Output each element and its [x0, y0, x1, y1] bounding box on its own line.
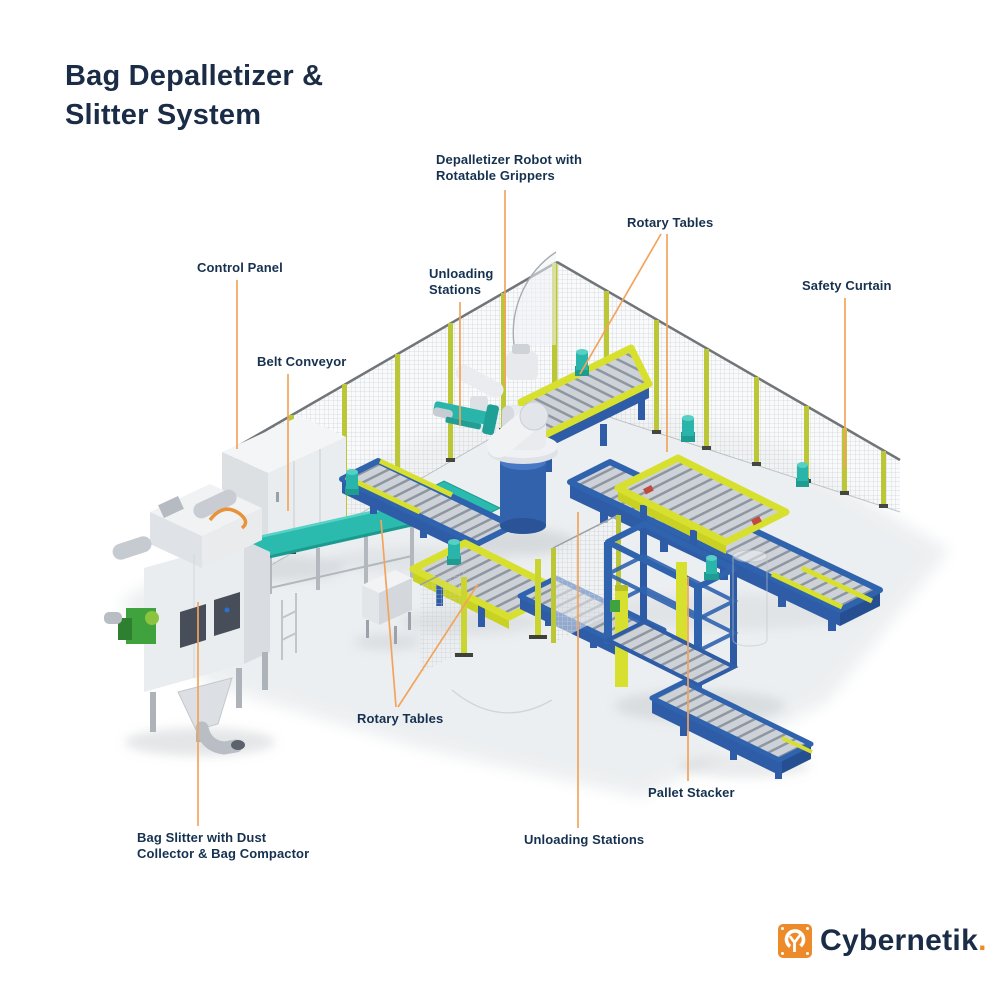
transparent-enclosure — [732, 549, 768, 647]
label-belt-conveyor: Belt Conveyor — [257, 354, 347, 369]
brand-suffix-dot: . — [978, 924, 987, 957]
light-curtain-posts — [419, 559, 553, 714]
label-depalletizer-robot: Depalletizer Robot with Rotatable Grippe… — [436, 152, 583, 183]
bag-slitter-machine — [104, 484, 297, 755]
leader-rotary-top-a — [579, 233, 662, 375]
rotatable-gripper — [432, 401, 499, 436]
label-control-panel: Control Panel — [197, 260, 283, 275]
brand-logo: Cybernetik. — [778, 924, 987, 958]
label-unloading-stations-bottom: Unloading Stations — [524, 832, 645, 847]
fence-corner-panel — [512, 251, 557, 346]
output-conveyor — [649, 679, 814, 779]
pallet-stacker-machine — [551, 514, 768, 689]
conveyor-motor — [345, 469, 359, 495]
label-pallet-stacker: Pallet Stacker — [648, 785, 735, 800]
label-unloading-stations-top: Unloading Stations — [429, 266, 494, 297]
leader-lines — [197, 190, 846, 828]
leader-rotary-bottom-a — [380, 519, 397, 708]
label-bag-slitter: Bag Slitter with Dust Collector & Bag Co… — [137, 830, 310, 861]
brand-name: Cybernetik. — [820, 924, 987, 957]
leader-rotary-bottom-b — [397, 583, 479, 708]
conveyor-motor — [704, 555, 719, 580]
depalletizer-robot-machine — [432, 344, 558, 534]
label-safety-curtain: Safety Curtain — [802, 278, 892, 293]
page-title-line2: Slitter System — [65, 98, 262, 131]
conveyor-motor — [681, 415, 695, 442]
conveyor-motor — [447, 539, 461, 565]
label-rotary-tables-bottom: Rotary Tables — [357, 711, 444, 726]
roller-conveyor-left — [339, 458, 516, 559]
page-title-line1: Bag Depalletizer & — [65, 60, 324, 92]
safety-fence-right — [556, 260, 901, 513]
label-rotary-tables-top: Rotary Tables — [627, 215, 714, 230]
page-title: Bag Depalletizer & Slitter System — [65, 57, 323, 134]
conveyor-motor — [796, 462, 809, 487]
cybernetik-logo-icon — [778, 924, 812, 958]
compactor-green-motor — [104, 608, 159, 644]
rotary-table-right — [614, 415, 790, 554]
